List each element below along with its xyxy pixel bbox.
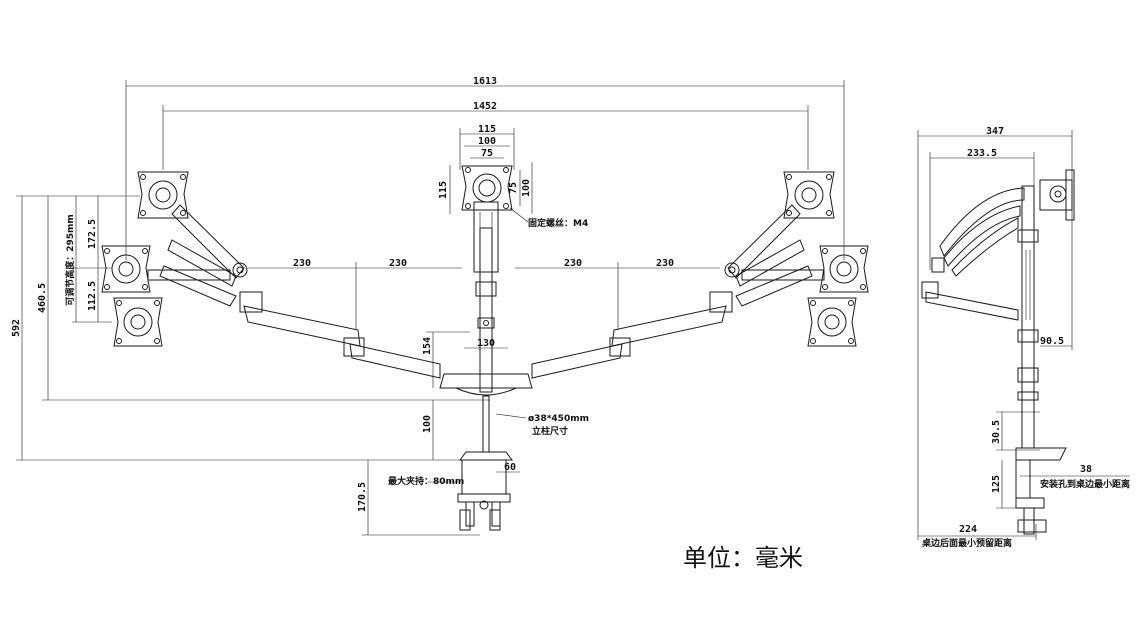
dim-1452: 1452 — [473, 101, 497, 112]
side-pole — [1021, 185, 1035, 449]
label-max-clamp: 最大夹持：80mm — [388, 475, 464, 487]
side-view-dimension-lines — [917, 130, 1130, 540]
right-arm-assembly — [531, 204, 825, 379]
dim-vesa-75: 75 — [481, 148, 493, 159]
dim-vesa-115: 115 — [478, 124, 496, 135]
front-dimension-texts: 1613 1452 115 100 75 115 75 100 230 230 … — [11, 76, 674, 512]
pole — [479, 227, 493, 393]
unit-label: 单位：毫米 — [683, 544, 803, 572]
vesa-plate-left-mid — [101, 245, 151, 293]
label-adjust-height: 可调节高度：295mm — [64, 214, 76, 306]
dim-side-30: 30.5 — [991, 420, 1002, 444]
side-view-mount — [921, 169, 1075, 535]
label-pole-size: ø38*450mm — [528, 414, 589, 424]
vesa-plate-right-bottom — [807, 297, 857, 347]
dim-172: 172.5 — [87, 219, 98, 249]
vesa-plates — [101, 165, 869, 347]
dim-170: 170.5 — [357, 482, 368, 512]
dim-side-38: 38 — [1080, 464, 1092, 475]
dim-arm-230-3: 230 — [564, 258, 582, 269]
dim-460: 460.5 — [37, 283, 48, 313]
dim-154: 154 — [422, 337, 433, 355]
dim-side-347: 347 — [986, 126, 1004, 137]
dim-vesa-100: 100 — [478, 136, 496, 147]
label-pole-caption: 立柱尺寸 — [532, 425, 568, 437]
vesa-plate-center — [461, 165, 513, 211]
dim-1613: 1613 — [473, 76, 497, 87]
vesa-plate-right-top — [783, 171, 835, 219]
dim-arm-230-4: 230 — [656, 258, 674, 269]
dim-130: 130 — [477, 338, 495, 349]
vesa-plate-left-bottom — [113, 297, 163, 347]
label-screw: 固定螺丝：M4 — [528, 217, 588, 229]
front-dimension-lines — [16, 80, 845, 536]
side-view-dimension-texts: 347 233.5 90.5 30.5 125 38 224 安装孔到桌边最小距… — [922, 126, 1130, 549]
dim-arm-230-2: 230 — [389, 258, 407, 269]
dim-side-90: 90.5 — [1040, 336, 1064, 347]
dim-side-125: 125 — [991, 475, 1002, 493]
vesa-plate-right-mid — [819, 245, 869, 293]
dim-vesa-v75: 75 — [508, 182, 519, 194]
dim-60: 60 — [504, 462, 516, 473]
dim-592: 592 — [11, 319, 22, 337]
leader-lines — [495, 207, 529, 419]
vesa-plate-left-top — [137, 171, 189, 219]
dim-side-233: 233.5 — [967, 148, 997, 159]
dim-arm-230-1: 230 — [293, 258, 311, 269]
dim-side-224: 224 — [959, 524, 977, 535]
label-wall-gap: 桌边后面最小预留距离 — [922, 537, 1012, 549]
dim-100-base: 100 — [422, 415, 433, 433]
dim-vesa-v100: 100 — [521, 179, 532, 197]
label-hole-distance: 安装孔到桌边最小距离 — [1040, 478, 1130, 490]
dim-vesa-v115: 115 — [438, 181, 449, 199]
dim-112: 112.5 — [87, 281, 98, 311]
left-arm-assembly — [147, 204, 441, 379]
